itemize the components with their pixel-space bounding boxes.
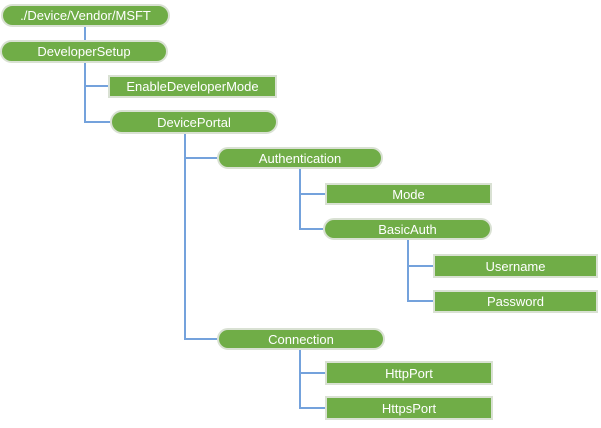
tree-node-label: Password bbox=[486, 294, 545, 309]
tree-node-mode: Mode bbox=[325, 183, 492, 205]
tree-node-label: BasicAuth bbox=[378, 221, 437, 237]
tree-node-label: DevicePortal bbox=[157, 114, 231, 130]
connector-line bbox=[299, 193, 325, 195]
tree-node-label: HttpPort bbox=[385, 365, 433, 381]
connector-line bbox=[299, 372, 325, 374]
connector-line bbox=[299, 407, 325, 409]
tree-node-deviceportal: DevicePortal bbox=[110, 110, 278, 134]
tree-node-label: Username bbox=[485, 258, 546, 274]
tree-node-password: Password bbox=[433, 290, 598, 313]
connector-line bbox=[407, 240, 409, 302]
tree-node-label: ./Device/Vendor/MSFT bbox=[20, 8, 151, 23]
connector-line bbox=[84, 85, 108, 87]
tree-node-label: Mode bbox=[392, 186, 425, 202]
tree-node-label: DeveloperSetup bbox=[37, 44, 131, 59]
connector-line bbox=[84, 121, 110, 123]
connector-line bbox=[184, 338, 217, 340]
connector-line bbox=[407, 300, 433, 302]
tree-node-httpport: HttpPort bbox=[325, 361, 493, 385]
tree-node-httpsport: HttpsPort bbox=[325, 396, 493, 420]
tree-node-enabledevelopermode: EnableDeveloperMode bbox=[108, 75, 277, 98]
tree-node-label: EnableDeveloperMode bbox=[126, 79, 259, 94]
tree-node-basicauth: BasicAuth bbox=[323, 218, 492, 240]
connector-line bbox=[184, 157, 217, 159]
connector-line bbox=[407, 265, 433, 267]
tree-node-username: Username bbox=[433, 254, 598, 278]
connector-line bbox=[299, 169, 301, 230]
connector-line bbox=[299, 350, 301, 409]
tree-node-root: ./Device/Vendor/MSFT bbox=[1, 4, 170, 27]
tree-node-label: Connection bbox=[268, 331, 334, 347]
connector-line bbox=[299, 228, 323, 230]
tree-node-authentication: Authentication bbox=[217, 147, 383, 169]
connector-line bbox=[84, 63, 86, 123]
connector-line bbox=[184, 134, 186, 340]
tree-node-label: HttpsPort bbox=[381, 400, 437, 416]
connector-line bbox=[84, 27, 86, 40]
tree-node-developersetup: DeveloperSetup bbox=[0, 40, 168, 63]
tree-node-label: Authentication bbox=[258, 150, 342, 166]
tree-node-connection: Connection bbox=[217, 328, 385, 350]
